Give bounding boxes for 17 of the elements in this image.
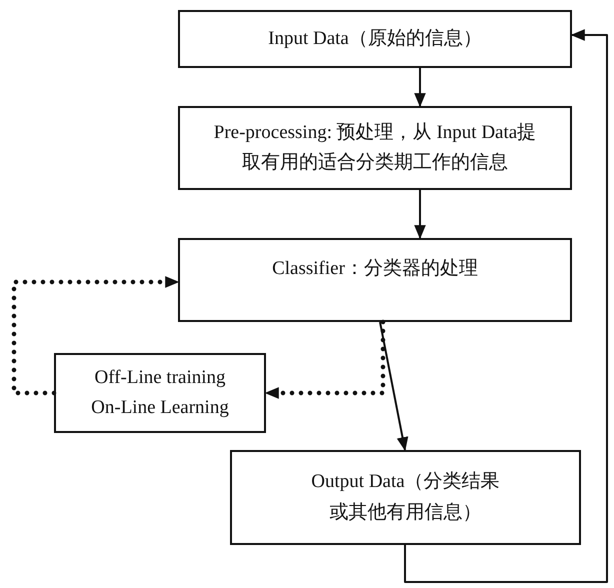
arrow [414, 68, 426, 108]
arrow [379, 322, 408, 452]
dotted-arrow [264, 320, 386, 399]
node-text: Off-Line training [94, 366, 226, 390]
process-box [178, 10, 572, 68]
process-box [178, 106, 572, 190]
node-text: On-Line Learning [91, 396, 229, 420]
process-box [230, 450, 581, 545]
dotted-arrow [12, 276, 180, 396]
process-box [178, 238, 572, 322]
node-text: Input Data（原始的信息） [268, 26, 482, 51]
process-box [54, 353, 266, 433]
arrow [414, 190, 426, 240]
node-text: Classifier：分类器的处理 [272, 257, 478, 281]
node-text: Output Data（分类结果或其他有用信息） [310, 470, 501, 524]
node-text: Pre-processing: 预处理，从 Input Data提取有用的适合分类期工作的信息 [212, 120, 538, 175]
arrow [404, 29, 608, 583]
